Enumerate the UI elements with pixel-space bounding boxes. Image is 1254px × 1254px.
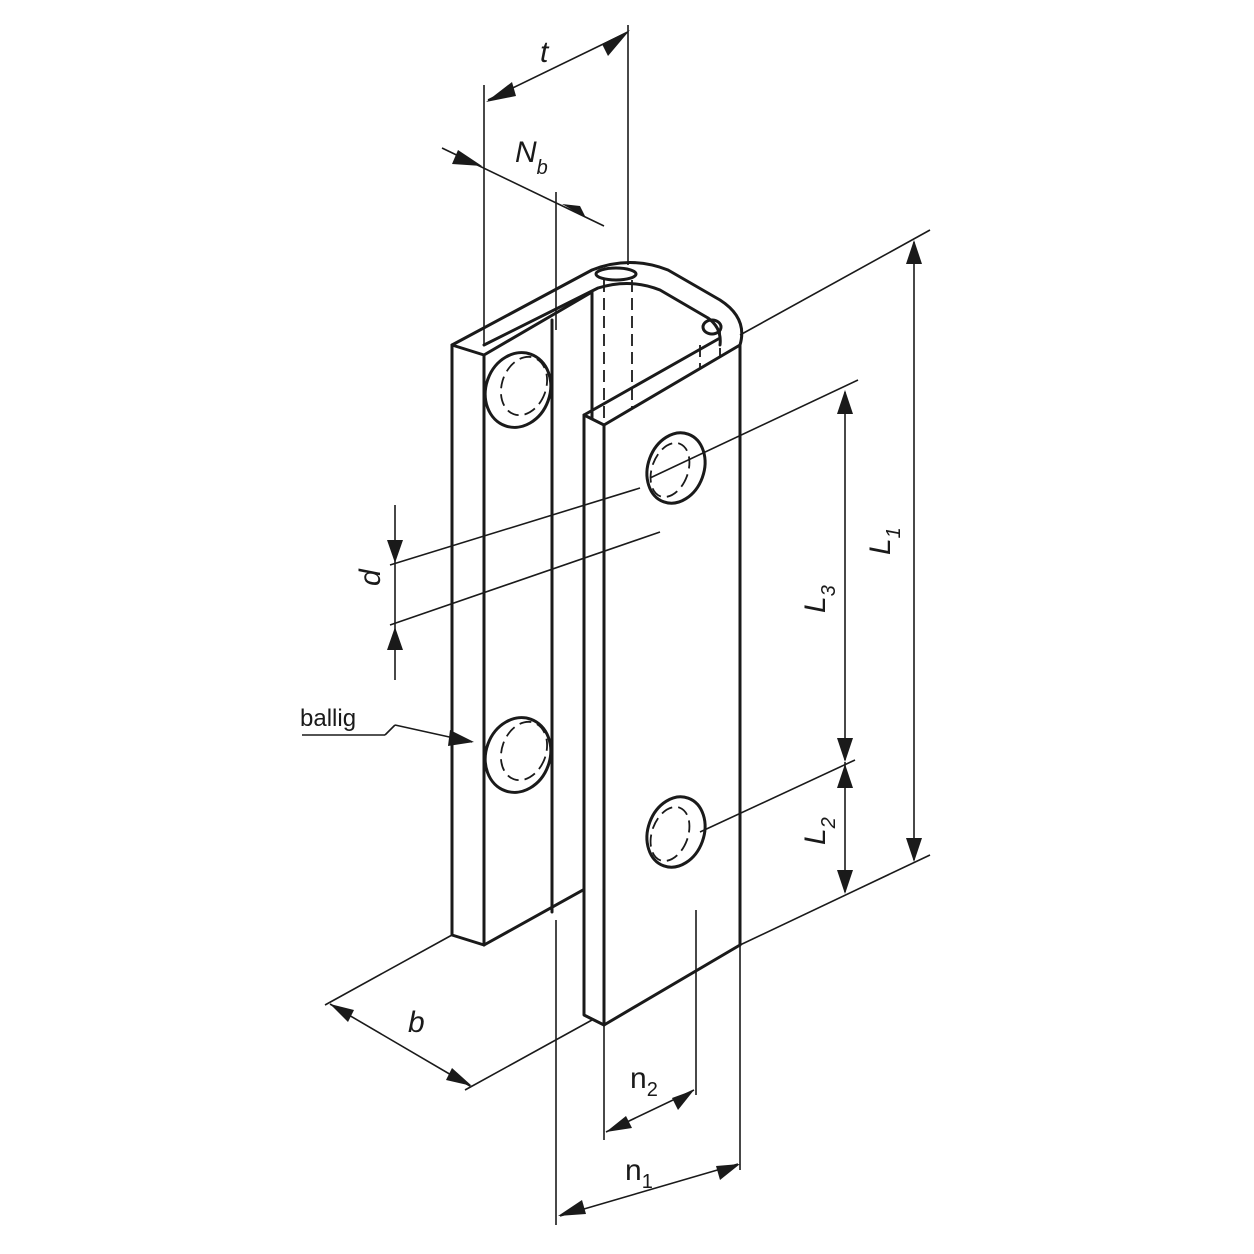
label-nb: Nb	[515, 136, 548, 179]
label-n2: n2	[630, 1062, 658, 1101]
right-flange-edge	[582, 413, 606, 1027]
label-d: d	[354, 568, 387, 586]
label-ballig: ballig	[300, 705, 356, 732]
label-l2: L2	[799, 817, 840, 845]
callout-ballig: ballig	[300, 705, 474, 746]
top-bend-inner	[482, 281, 722, 347]
label-n1: n1	[625, 1154, 653, 1193]
hole-upper-right	[645, 431, 707, 505]
dimension-l3: L3	[649, 379, 859, 833]
hole-lower-left	[483, 716, 553, 794]
label-l1: L1	[864, 527, 905, 555]
dimension-nb: Nb	[441, 136, 605, 330]
dimension-b: b	[324, 934, 593, 1091]
right-flange-top-edge	[582, 336, 722, 417]
right-flange-face	[602, 343, 742, 1027]
top-bend	[450, 261, 744, 947]
top-hole-right	[701, 318, 723, 336]
dimension-t: t	[483, 25, 630, 345]
dimension-n2: n2	[603, 910, 697, 1140]
top-hole-left	[594, 266, 638, 282]
dimension-l1: L1	[739, 229, 931, 946]
hole-upper-left	[483, 351, 553, 429]
label-l3: L3	[799, 585, 840, 613]
left-flange-face	[482, 290, 594, 947]
dimension-d: d	[354, 487, 661, 680]
dimension-l2: L2	[799, 762, 853, 894]
left-flange	[450, 343, 486, 947]
u-profile-part	[450, 261, 744, 1027]
dimension-n1: n1	[555, 920, 741, 1225]
label-b: b	[408, 1006, 425, 1039]
hole-lower-right	[645, 795, 707, 869]
label-t: t	[540, 36, 550, 69]
